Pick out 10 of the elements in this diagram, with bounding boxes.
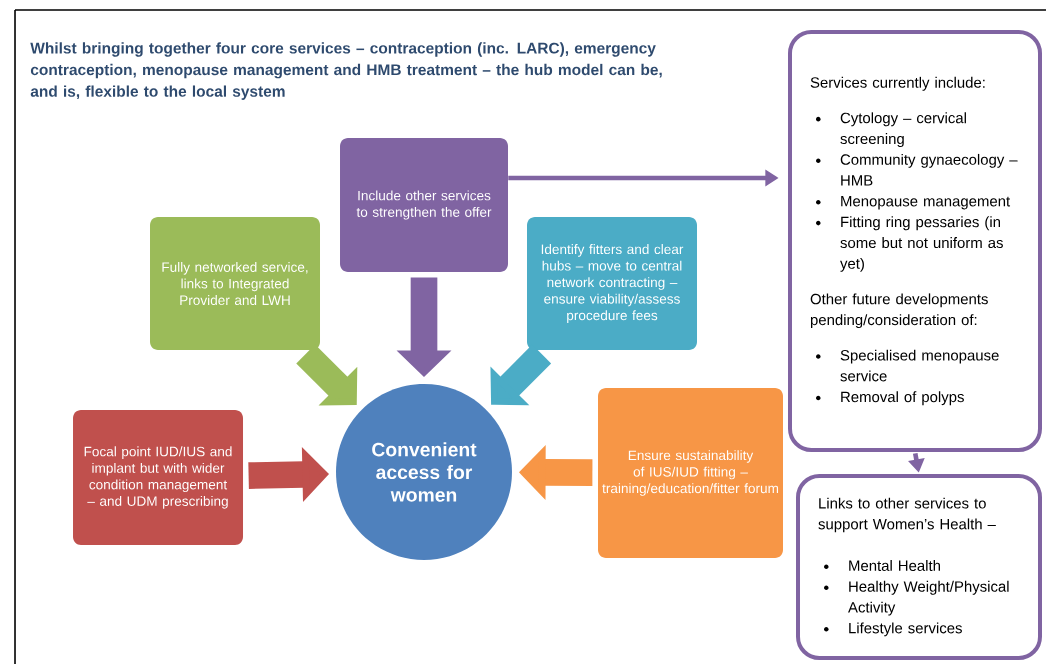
process-box: Fully networked service, links to Integrated Provider and LWH [150, 217, 320, 350]
title: Whilst bringing together four core services – contraception (inc. LARC), emergency contraception, menopause management and HMB treatment – the hub model can be, and is, flexible to the local system [30, 42, 662, 100]
arrow [296, 344, 358, 406]
process-box: Ensure sustainability of IUS/IUD fitting – training/education/fitter forum [598, 388, 783, 558]
process-box: Focal point IUD/IUS and implant but with wider condition management – and UDM prescribing [73, 410, 243, 545]
process-box: Identify fitters and clear hubs – move to central network contracting – ensure viability/assess procedure fees [527, 217, 697, 350]
list-panel: Links to other services to support Women’s Health – Mental Health Healthy Weight/Physical Activity Lifestyle services [796, 474, 1042, 660]
arrow [490, 344, 552, 406]
process-box: Include other services to strengthen the offer [340, 138, 508, 272]
list-panel: Services currently include: Cytology – cervical screening Community gynaecology – HMB Menopause management Fitting ring pessaries (in some but not uniform as yet) Other future developments pending/consideration of: Specialised menopause service Removal of polyps [788, 30, 1042, 452]
